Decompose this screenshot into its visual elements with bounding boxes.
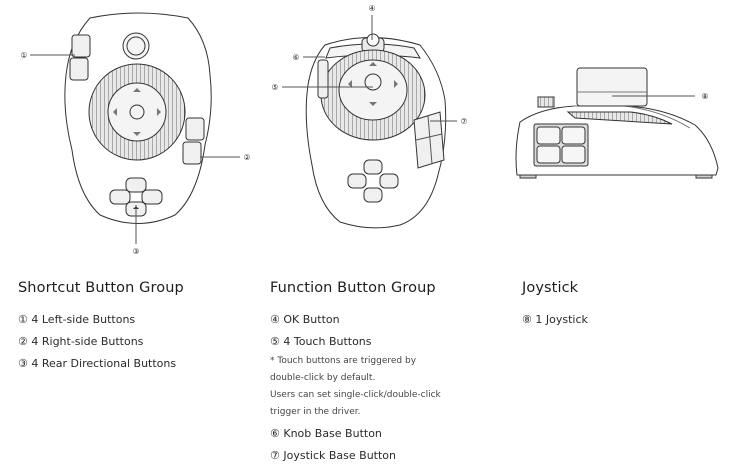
item-number: ① (18, 313, 28, 326)
callout-6: ⑥ (292, 53, 299, 62)
section-title: Shortcut Button Group (18, 280, 184, 296)
callout-2: ② (243, 153, 250, 162)
device-angled-view (282, 15, 457, 229)
device-top-view (30, 12, 240, 244)
note-line: trigger in the driver. (270, 407, 361, 417)
item-label: OK Button (283, 313, 340, 326)
section-title: Function Button Group (270, 280, 436, 296)
list-item: ② 4 Right-side Buttons (18, 331, 248, 353)
list-item: ⑥ Knob Base Button (270, 423, 510, 445)
list-item: ① 4 Left-side Buttons (18, 309, 248, 331)
list-item: ⑦ Joystick Base Button (270, 445, 510, 467)
callout-7: ⑦ (460, 117, 467, 126)
item-label: 4 Touch Buttons (283, 335, 372, 348)
device-diagram: ① ② ③ ④ ⑥ ⑤ ⑦ ⑧ (20, 4, 719, 256)
item-number: ⑤ (270, 335, 280, 348)
callout-markers: ① ② ③ ④ ⑥ ⑤ ⑦ ⑧ (20, 4, 708, 256)
function-button-group: Function Button Group ④ OK Button ⑤ 4 To… (270, 280, 510, 467)
callout-5: ⑤ (271, 83, 278, 92)
shortcut-button-group: Shortcut Button Group ① 4 Left-side Butt… (18, 280, 248, 375)
joystick-group: Joystick ⑧ 1 Joystick (522, 280, 722, 331)
callout-3: ③ (132, 247, 139, 256)
item-label: 4 Rear Directional Buttons (31, 357, 177, 370)
item-label: 4 Right-side Buttons (31, 335, 144, 348)
item-label: Joystick Base Button (283, 449, 397, 462)
note-line: Users can set single-click/double-click (270, 390, 441, 400)
item-number: ② (18, 335, 28, 348)
item-label: Knob Base Button (283, 427, 382, 440)
note-line: double-click by default. (270, 373, 376, 383)
list-item: ③ 4 Rear Directional Buttons (18, 353, 248, 375)
section-title: Joystick (522, 280, 579, 296)
touch-button-note: * Touch buttons are triggered by double-… (270, 353, 510, 421)
item-number: ⑦ (270, 449, 280, 462)
item-number: ③ (18, 357, 28, 370)
item-number: ⑧ (522, 313, 532, 326)
callout-4: ④ (368, 4, 375, 13)
note-line: * Touch buttons are triggered by (270, 356, 417, 366)
item-number: ④ (270, 313, 280, 326)
callout-8: ⑧ (701, 92, 708, 101)
device-side-view (515, 67, 719, 179)
list-item: ⑤ 4 Touch Buttons (270, 331, 510, 353)
item-label: 1 Joystick (535, 313, 588, 326)
item-number: ⑥ (270, 427, 280, 440)
list-item: ⑧ 1 Joystick (522, 309, 722, 331)
device-illustrations: ① ② ③ ④ ⑥ ⑤ ⑦ ⑧ (20, 4, 719, 256)
list-item: ④ OK Button (270, 309, 510, 331)
item-label: 4 Left-side Buttons (31, 313, 136, 326)
callout-1: ① (20, 51, 27, 60)
